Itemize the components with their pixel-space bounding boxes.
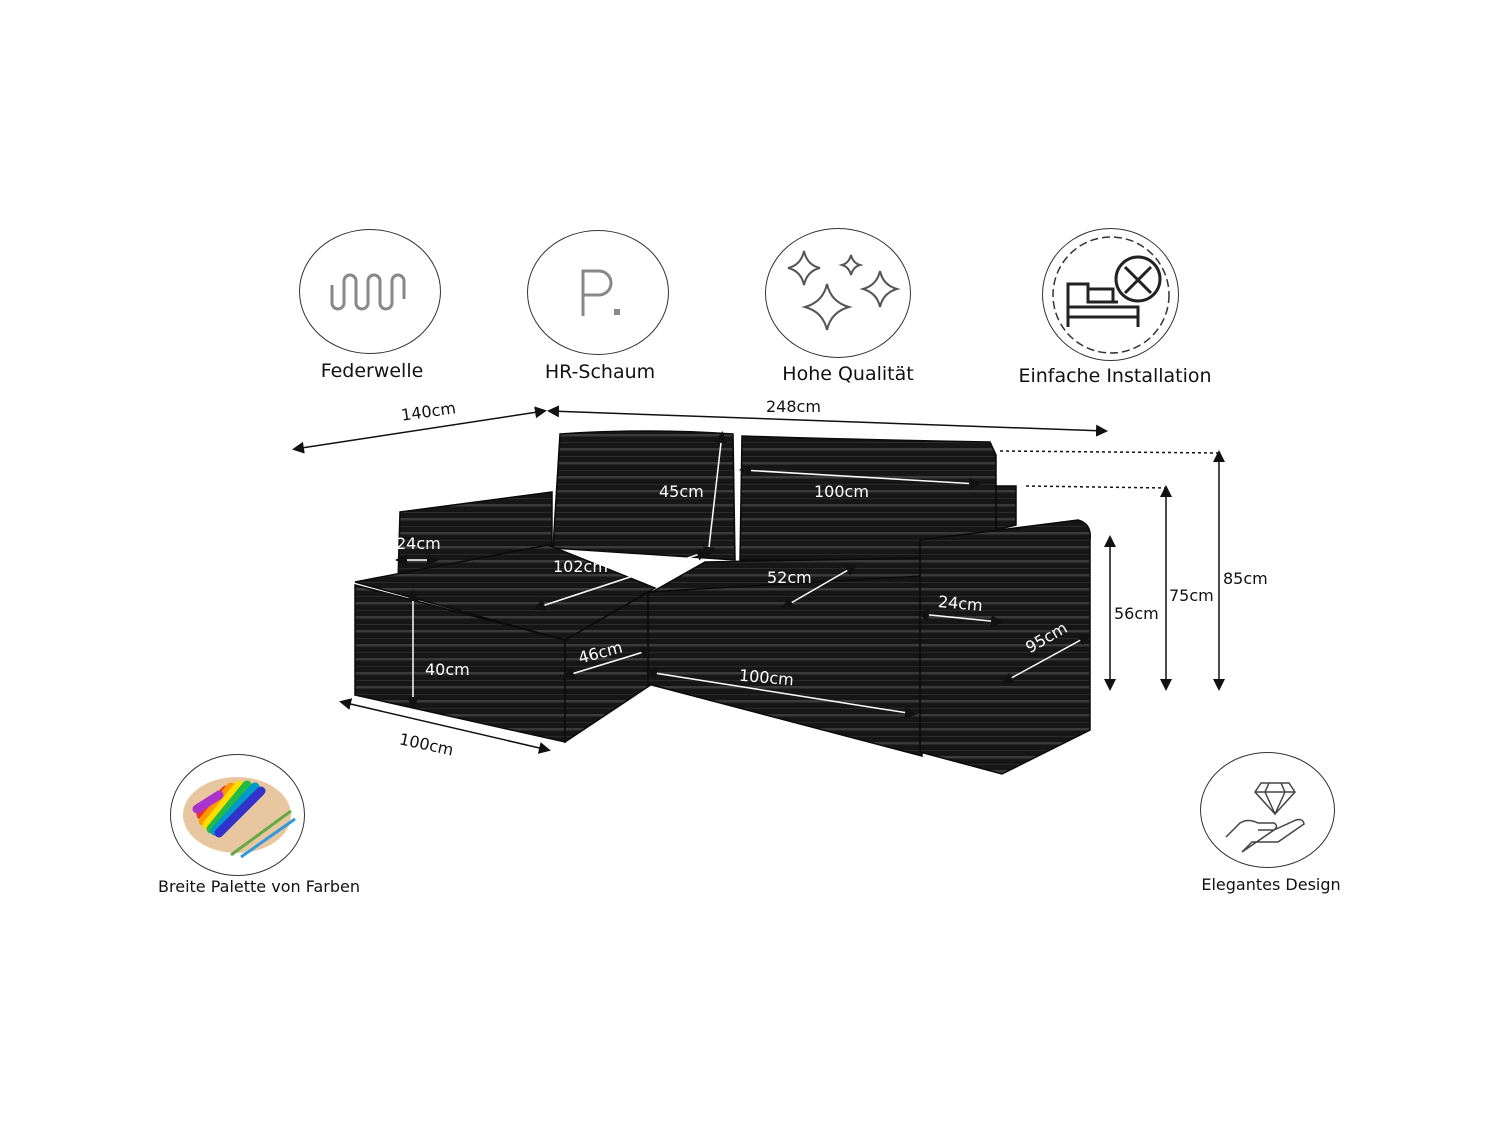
- back-cushion-left: [552, 430, 736, 561]
- feature-label-einfache-installation: Einfache Installation: [1018, 365, 1212, 387]
- feature-label-elegantes-design: Elegantes Design: [1201, 875, 1341, 894]
- color-palette-icon: [170, 754, 305, 876]
- bed-tools-icon: [1042, 228, 1179, 361]
- dim-back-height: 45cm: [659, 482, 704, 501]
- foam-p-icon: [527, 230, 669, 355]
- feature-label-hohe-qualitaet: Hohe Qualität: [782, 363, 914, 385]
- dim-arm-right-width: 24cm: [937, 592, 984, 615]
- sparkles-icon: [765, 228, 911, 358]
- diamond-hand-icon: [1200, 752, 1335, 868]
- dim-height-total: 85cm: [1223, 569, 1268, 588]
- dim-seat-height-chaise: 40cm: [425, 660, 470, 679]
- dim-seat-height: 56cm: [1114, 604, 1159, 623]
- dim-back-width: 100cm: [814, 482, 869, 501]
- dim-height-mid: 75cm: [1169, 586, 1214, 605]
- spring-wave-icon: [299, 229, 441, 354]
- feature-label-hr-schaum: HR-Schaum: [544, 361, 656, 383]
- dim-arm-left-width: 24cm: [396, 534, 441, 553]
- dim-seat-depth: 52cm: [767, 568, 812, 587]
- back-frame: [995, 485, 1017, 531]
- seat-front: [647, 575, 923, 757]
- dim-width-total: 248cm: [766, 397, 821, 416]
- feature-label-palette: Breite Palette von Farben: [158, 877, 360, 896]
- feature-label-federwelle: Federwelle: [320, 360, 424, 382]
- dim-chaise-length: 102cm: [553, 557, 608, 576]
- arm-right: [919, 519, 1091, 775]
